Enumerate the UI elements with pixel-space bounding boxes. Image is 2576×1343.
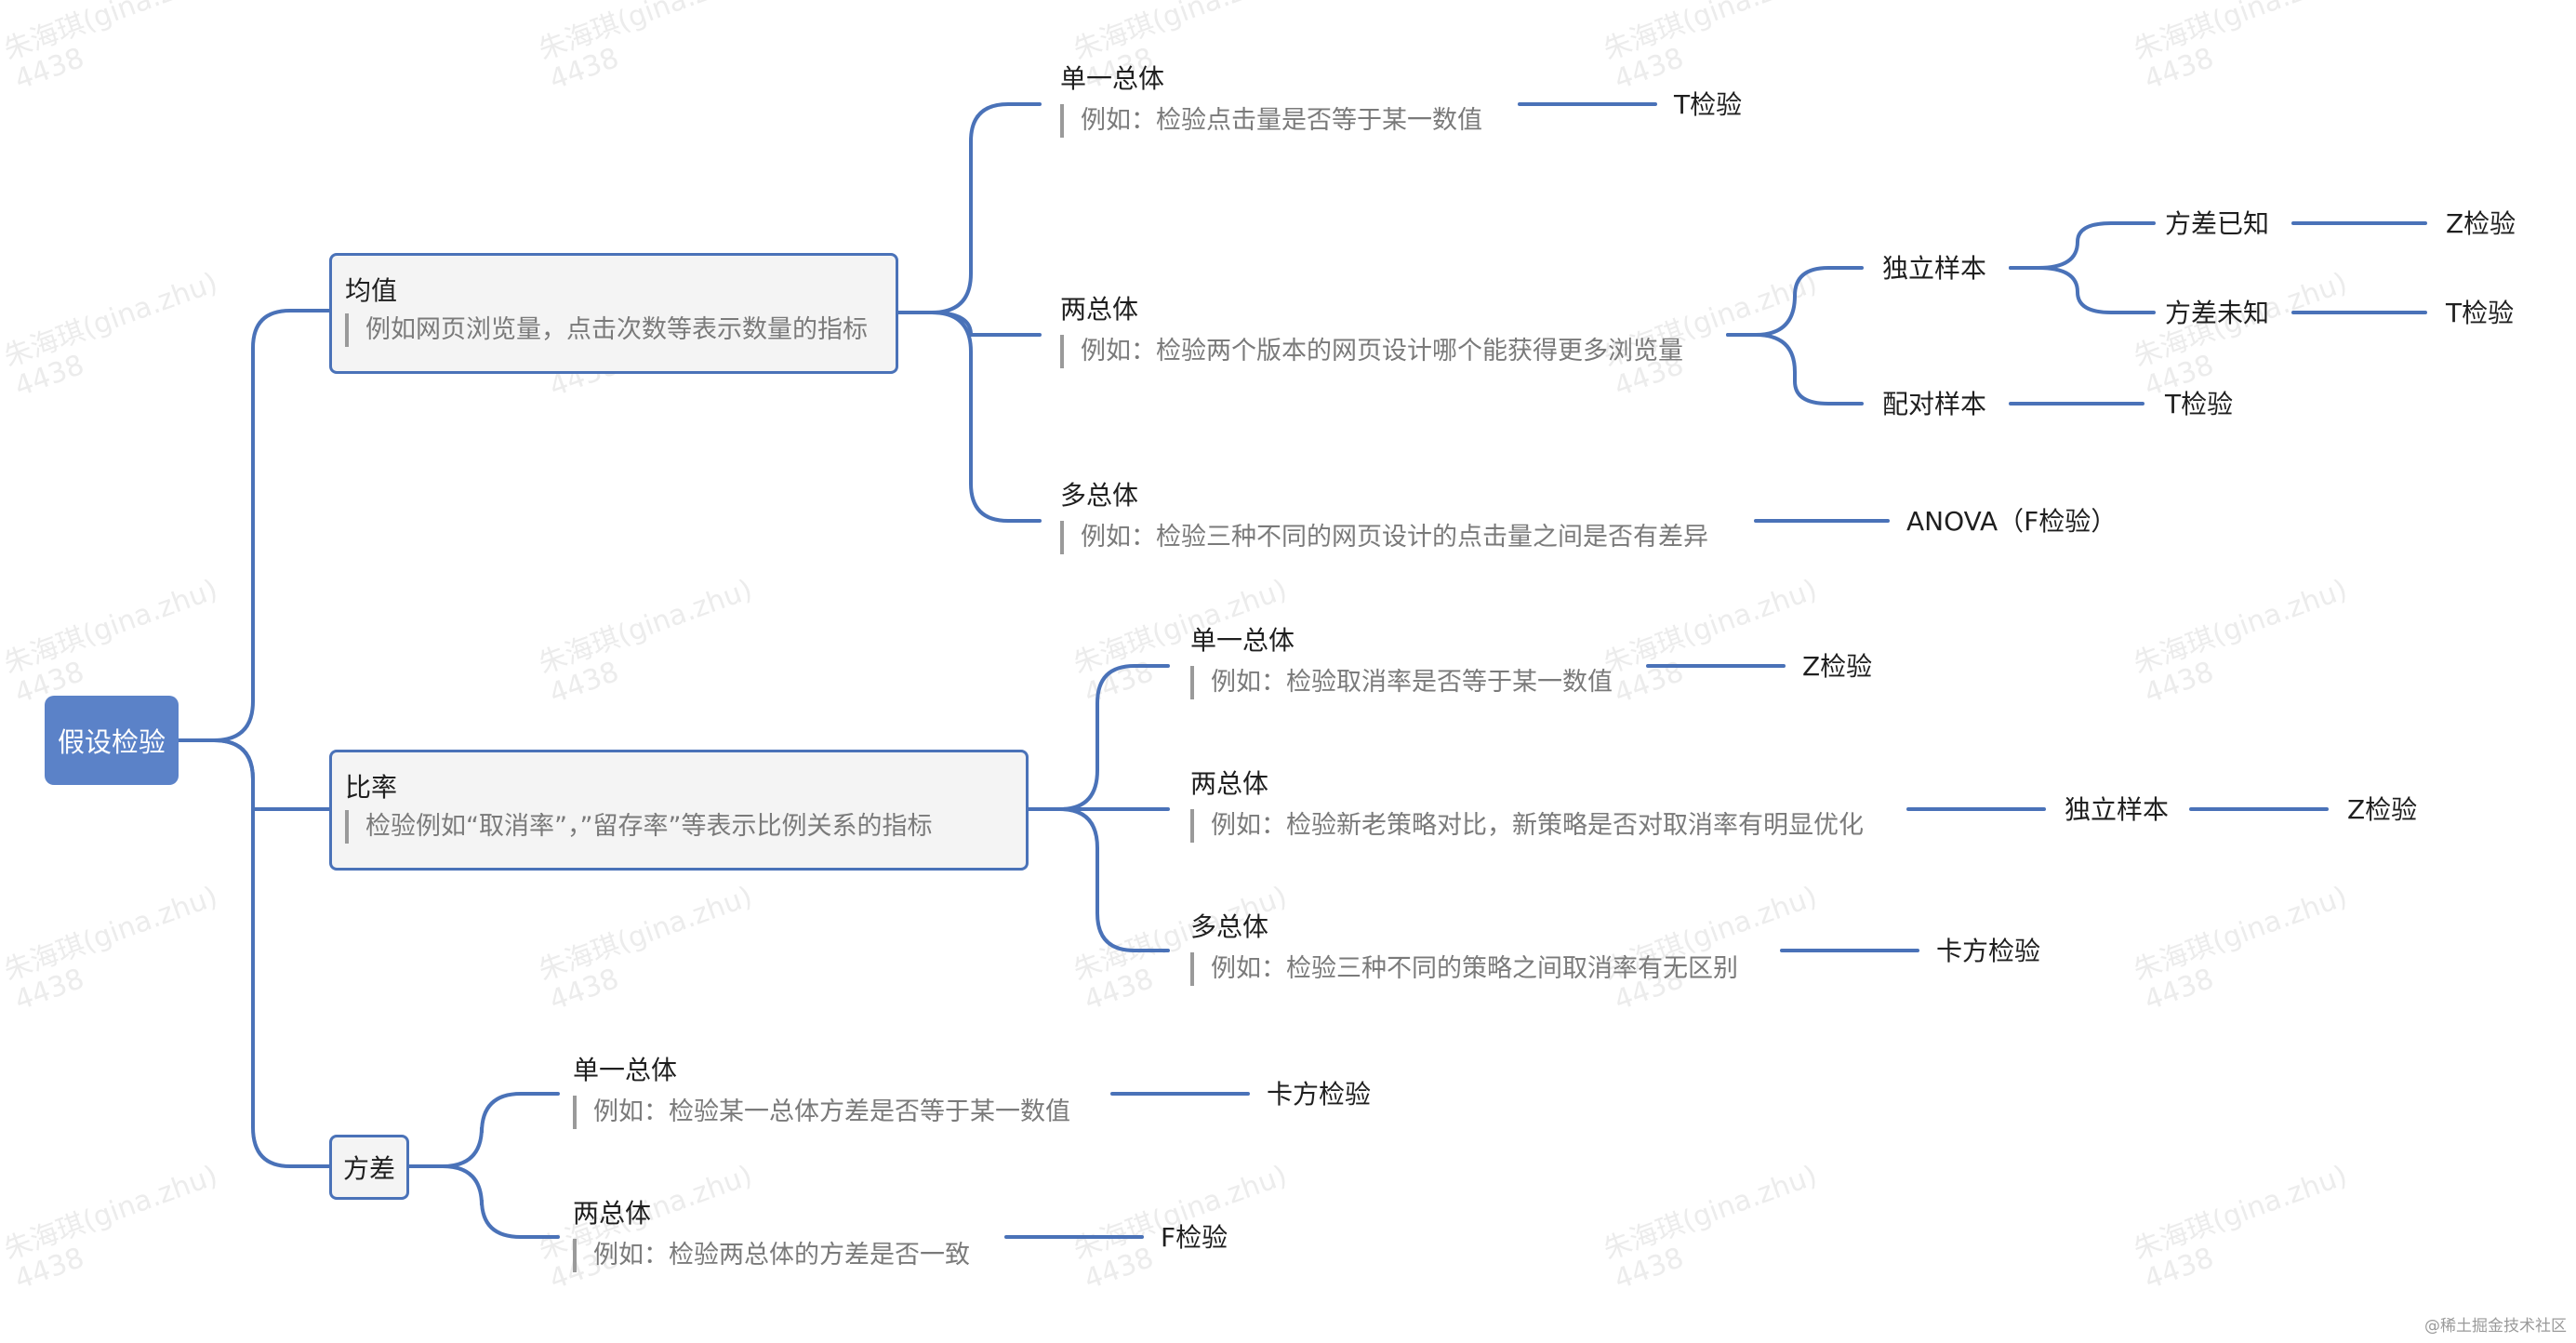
connector-root-variance [177,738,331,1168]
mean-single-title: 单一总体 [1060,63,1165,94]
connector-independent-known [2009,221,2156,270]
connector-variance-two [405,1164,560,1239]
variance-single-test[interactable]: 卡方检验 [1267,1079,1372,1110]
ratio-two-node[interactable]: 两总体 例如：检验新老策略对比，新策略是否对取消率有明显优化 [1190,768,1864,843]
mean-single-test[interactable]: T检验 [1674,89,1743,120]
ratio-multi-note: 例如：检验三种不同的策略之间取消率有无区别 [1190,952,1738,986]
mean-two-note: 例如：检验两个版本的网页设计哪个能获得更多浏览量 [1060,335,1683,368]
variance-node[interactable]: 方差 [329,1135,409,1200]
ratio-single-test[interactable]: Z检验 [1802,651,1873,682]
ratio-single-title: 单一总体 [1190,625,1295,656]
connector-mean-two-paired [1726,333,1864,406]
ratio-two-independent[interactable]: 独立样本 [2065,794,2170,825]
mean-multi-note: 例如：检验三种不同的网页设计的点击量之间是否有差异 [1060,521,1708,554]
variance-single-node[interactable]: 单一总体 例如：检验某一总体方差是否等于某一数值 [573,1055,1070,1129]
mean-two-var-unknown-test[interactable]: T检验 [2446,298,2515,328]
ratio-title: 比率 [345,772,398,803]
variance-two-title: 两总体 [573,1198,652,1229]
ratio-multi-title: 多总体 [1190,911,1269,942]
mean-title: 均值 [345,275,398,306]
ratio-node[interactable]: 比率 检验例如“取消率”，”留存率”等表示比例关系的指标 [329,750,1029,871]
mean-two-paired[interactable]: 配对样本 [1882,389,1987,419]
ratio-two-note: 例如：检验新老策略对比，新策略是否对取消率有明显优化 [1190,809,1864,843]
mean-node[interactable]: 均值 例如网页浏览量，点击次数等表示数量的指标 [329,253,898,374]
ratio-two-title: 两总体 [1190,768,1269,799]
mean-two-var-known-test[interactable]: Z检验 [2446,208,2516,239]
connector-root-mean [177,309,331,742]
mean-single-node[interactable]: 单一总体 例如：检验点击量是否等于某一数值 [1060,63,1482,138]
connector-ratio-multi [1025,807,1170,952]
connector-variance-single [405,1092,560,1168]
variance-single-note: 例如：检验某一总体方差是否等于某一数值 [573,1096,1070,1129]
mean-two-node[interactable]: 两总体 例如：检验两个版本的网页设计哪个能获得更多浏览量 [1060,294,1683,368]
mean-two-var-unknown[interactable]: 方差未知 [2165,298,2270,328]
mean-two-title: 两总体 [1060,294,1139,325]
mean-multi-test[interactable]: ANOVA（F检验） [1906,506,2118,537]
mean-two-independent[interactable]: 独立样本 [1882,253,1987,284]
connector-independent-unknown [2009,266,2156,314]
connector-ratio-single [1025,664,1170,811]
mean-two-paired-test[interactable]: T检验 [2165,389,2234,419]
ratio-note: 检验例如“取消率”，”留存率”等表示比例关系的指标 [345,810,932,844]
root-node[interactable]: 假设检验 [45,696,179,785]
variance-two-test[interactable]: F检验 [1161,1222,1228,1253]
mean-note: 例如网页浏览量，点击次数等表示数量的指标 [345,313,868,347]
source-credit: @稀土掘金技术社区 [2424,1317,2567,1336]
variance-two-note: 例如：检验两总体的方差是否一致 [573,1239,970,1272]
connector-mean-single [895,102,1042,314]
ratio-single-note: 例如：检验取消率是否等于某一数值 [1190,666,1613,699]
ratio-two-test[interactable]: Z检验 [2347,794,2418,825]
ratio-multi-node[interactable]: 多总体 例如：检验三种不同的策略之间取消率有无区别 [1190,911,1738,986]
connector-mean-multi [895,311,1042,523]
mean-single-note: 例如：检验点击量是否等于某一数值 [1060,104,1482,138]
mean-multi-title: 多总体 [1060,480,1139,511]
mean-two-var-known[interactable]: 方差已知 [2165,208,2270,239]
mean-multi-node[interactable]: 多总体 例如：检验三种不同的网页设计的点击量之间是否有差异 [1060,480,1708,554]
variance-two-node[interactable]: 两总体 例如：检验两总体的方差是否一致 [573,1198,970,1272]
connector-mean-two-independent [1726,266,1864,337]
ratio-single-node[interactable]: 单一总体 例如：检验取消率是否等于某一数值 [1190,625,1613,699]
variance-single-title: 单一总体 [573,1055,678,1085]
ratio-multi-test[interactable]: 卡方检验 [1936,936,2041,966]
